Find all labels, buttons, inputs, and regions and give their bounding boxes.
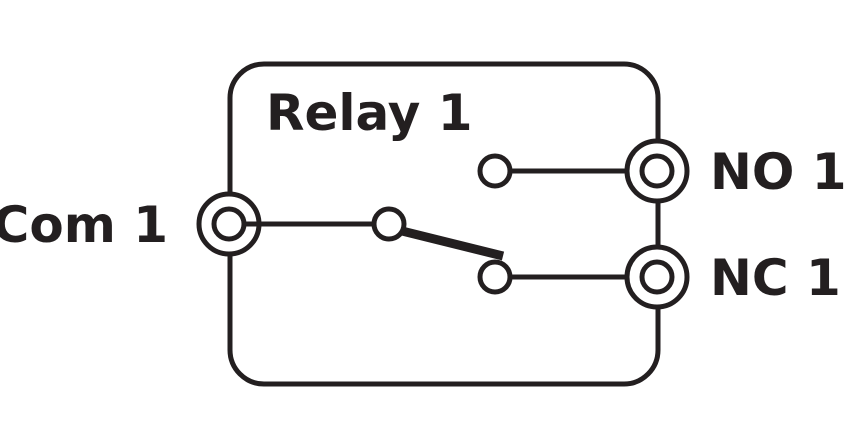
pivot-contact [371,206,407,242]
no-terminal [624,138,690,204]
com-terminal [196,191,262,257]
com-label: Com 1 [0,196,168,254]
no-contact [477,153,513,189]
nc-contact [477,259,513,295]
no-label: NO 1 [710,143,847,201]
nc-label: NC 1 [710,249,841,307]
relay-title: Relay 1 [266,84,473,142]
switch-arm [400,226,505,261]
nc-terminal [624,244,690,310]
